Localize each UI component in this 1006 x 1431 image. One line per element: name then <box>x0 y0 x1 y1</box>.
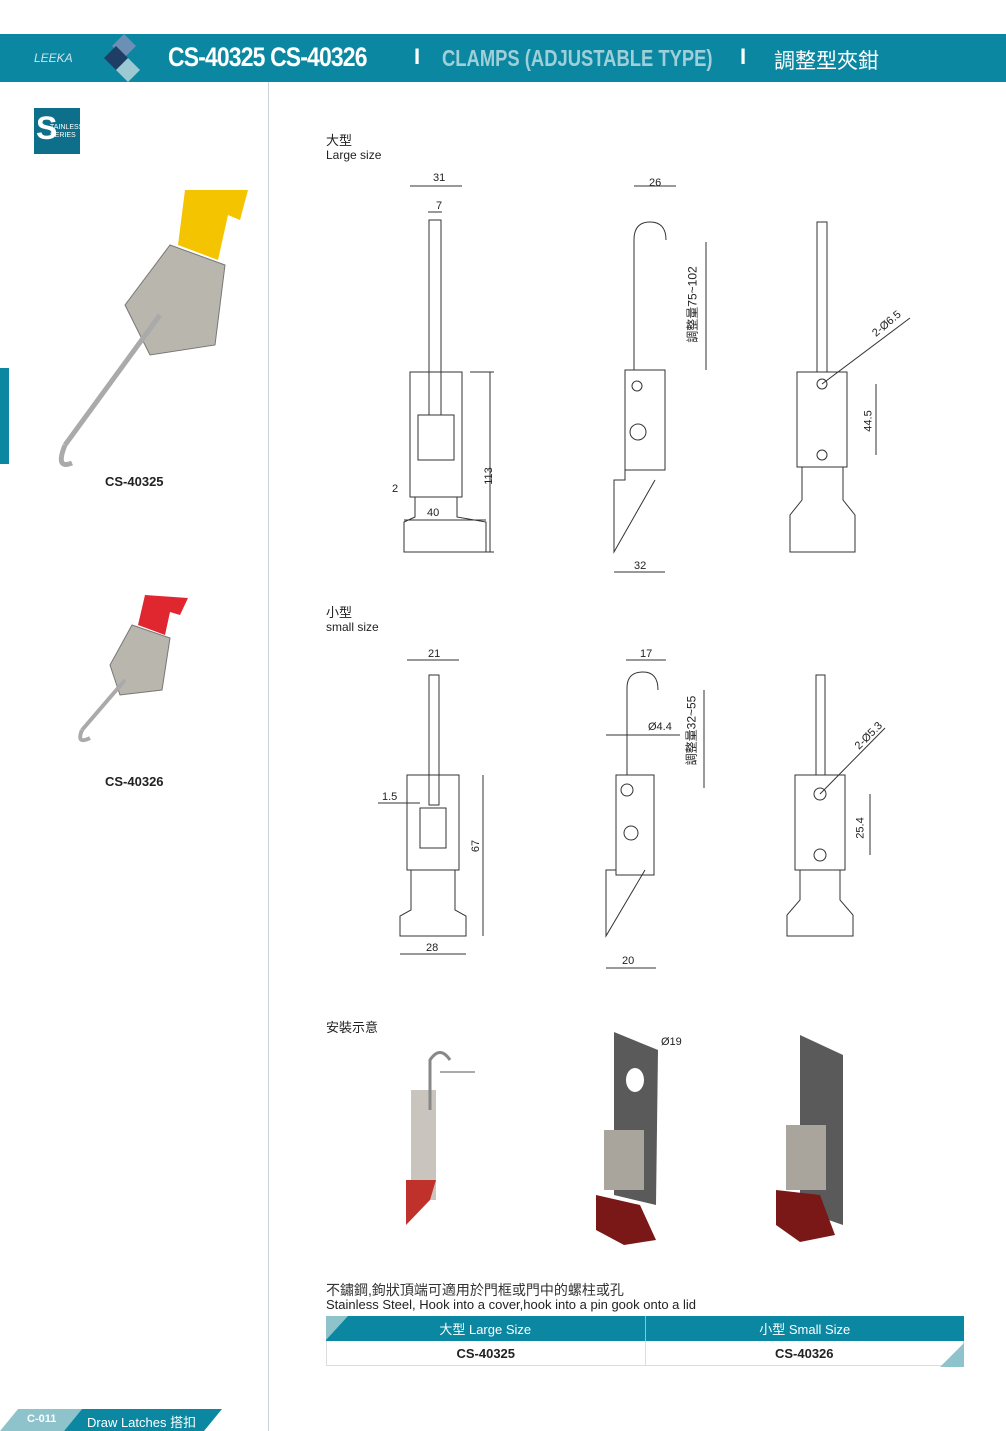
diamond-logo-icon <box>104 34 140 82</box>
dim-label: 32 <box>634 560 647 572</box>
stainless-series-badge: S TAINLESS SERIES <box>34 108 83 154</box>
table-header-row: 大型 Large Size 小型 Small Size <box>326 1316 964 1341</box>
dim-label: 44.5 <box>862 410 875 432</box>
dim-label: Ø4.4 <box>648 721 672 733</box>
dim-label: 7 <box>436 200 443 212</box>
dim-label: 25.4 <box>854 817 867 839</box>
header-bar <box>0 34 1006 82</box>
brand-logo: LEEKA <box>34 51 73 65</box>
corner-decoration <box>326 1316 348 1340</box>
dim-label: 31 <box>433 172 446 184</box>
dim-label: 17 <box>640 648 653 660</box>
footer-tab <box>0 1409 222 1431</box>
large-front-view <box>403 185 494 553</box>
category-title: CLAMPS (ADJUSTABLE TYPE) <box>442 45 713 71</box>
column-header: 小型 Small Size <box>759 1322 851 1337</box>
title-separator: I <box>414 44 421 69</box>
chinese-title: 調整型夾鉗 <box>774 50 879 73</box>
description-en: Stainless Steel, Hook into a cover,hook … <box>326 1297 697 1312</box>
install-label: 安裝示意 <box>326 1020 379 1035</box>
title-separator: I <box>740 44 747 69</box>
large-size-label-cn: 大型 <box>326 133 353 148</box>
large-side-view <box>613 185 707 573</box>
small-back-view <box>786 674 886 937</box>
product-label: CS-40325 <box>105 474 164 489</box>
product-codes-title: CS-40325 CS-40326 <box>168 42 367 72</box>
small-side-view <box>605 659 705 969</box>
dim-label: Ø19 <box>661 1036 682 1048</box>
large-size-label: Large size <box>326 148 382 162</box>
dim-label: 調整量75~102 <box>685 266 700 343</box>
dim-label: 113 <box>482 467 495 485</box>
corner-decoration <box>940 1343 964 1367</box>
small-size-label-cn: 小型 <box>326 605 353 620</box>
table-cell: CS-40325 <box>327 1341 646 1365</box>
dim-label: 40 <box>427 507 440 519</box>
large-back-view <box>789 221 911 553</box>
dim-label: 67 <box>470 839 483 853</box>
product-photo-small <box>78 595 188 743</box>
side-accent <box>0 368 9 464</box>
dim-label: 21 <box>428 648 441 660</box>
dim-label: 26 <box>649 177 662 189</box>
table-cell: CS-40326 <box>774 1345 834 1361</box>
size-table: 大型 Large Size 小型 Small Size CS-40325 CS-… <box>326 1316 964 1367</box>
dim-label: 調整量32~55 <box>684 695 699 766</box>
product-photo-large <box>58 190 248 467</box>
dim-label: 28 <box>426 942 439 954</box>
page-number: C-011 <box>27 1413 57 1425</box>
dim-label: 2 <box>392 483 399 495</box>
column-header: 大型 Large Size <box>326 1316 646 1341</box>
table-row: CS-40325 CS-40326 <box>326 1341 964 1366</box>
small-size-label: small size <box>326 620 379 634</box>
description-cn: 不鏽鋼,鉤狀頂端可適用於門框或門中的螺柱或孔 <box>326 1282 624 1298</box>
section-label: Draw Latches 搭扣 <box>87 1415 197 1430</box>
small-front-view <box>378 659 484 955</box>
dim-label: 1.5 <box>382 791 398 803</box>
sidebar-divider <box>268 82 269 1431</box>
product-label: CS-40326 <box>105 774 164 789</box>
install-illustrations <box>406 1032 843 1245</box>
dim-label: 20 <box>622 955 635 967</box>
